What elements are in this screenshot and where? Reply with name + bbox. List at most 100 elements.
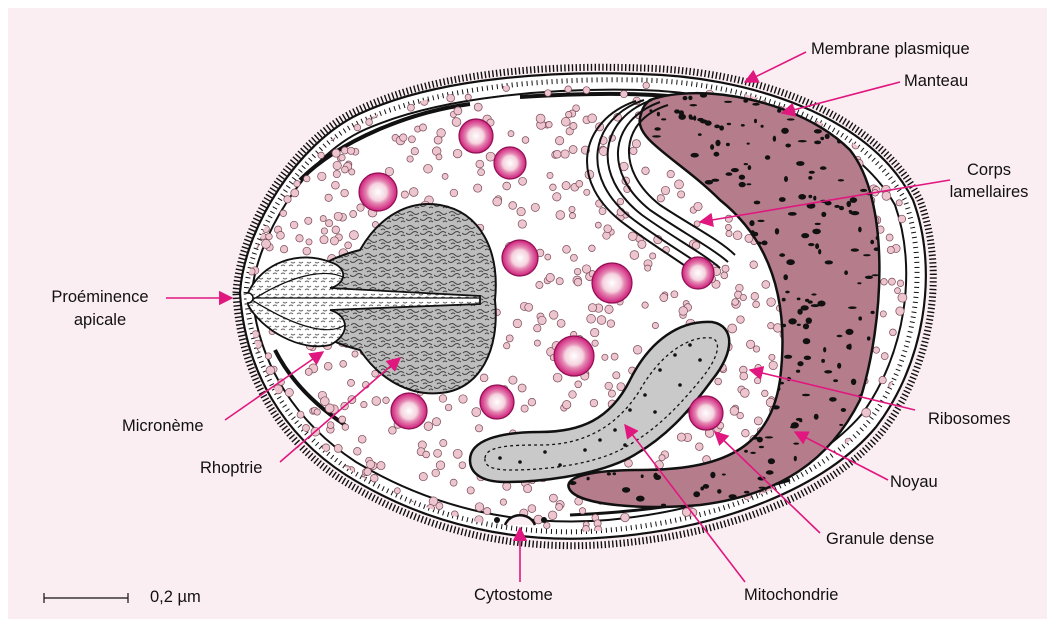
ribosome [675, 180, 684, 189]
ribosome [901, 498, 909, 506]
chromatin-spot [882, 113, 888, 118]
ribosome [257, 434, 263, 440]
ribosome [630, 147, 637, 154]
chromatin-spot [744, 491, 750, 494]
ribosome [787, 520, 795, 528]
ribosome [877, 448, 883, 454]
ribosome [356, 82, 365, 91]
chromatin-spot [710, 472, 715, 478]
ribosome [878, 438, 886, 446]
ribosome [279, 498, 288, 507]
chromatin-spot [727, 123, 731, 125]
ribosome [465, 94, 471, 100]
ribosome [679, 307, 688, 316]
mitochondrial-granule [653, 410, 657, 414]
chromatin-spot [848, 306, 857, 309]
ribosome [633, 346, 642, 355]
ribosome [854, 508, 860, 514]
ribosome [484, 508, 491, 515]
ribosome [493, 197, 502, 206]
ribosome [289, 490, 297, 498]
chromatin-spot [880, 454, 888, 459]
ribosome [335, 479, 342, 486]
ribosome [762, 281, 770, 289]
chromatin-spot [887, 148, 891, 150]
chromatin-spot [785, 144, 791, 148]
chromatin-spot [873, 452, 876, 454]
ribosome [891, 506, 897, 512]
chromatin-spot [877, 127, 885, 130]
chromatin-spot [798, 194, 806, 200]
ribosome [538, 316, 546, 324]
ribosome [319, 494, 327, 502]
chromatin-spot [846, 329, 854, 335]
mitochondrial-granule [598, 438, 602, 442]
chromatin-spot [773, 136, 776, 142]
dense-granule [592, 263, 632, 303]
ribosome [888, 278, 895, 285]
chromatin-spot [791, 422, 799, 428]
chromatin-spot [814, 141, 821, 145]
chromatin-spot [717, 489, 721, 494]
ribosome [561, 117, 570, 126]
ribosome [262, 239, 271, 248]
ribosome [442, 173, 448, 179]
ribosome [503, 182, 511, 190]
ribosome [432, 469, 440, 477]
chromatin-spot [785, 291, 789, 294]
ribosome [545, 254, 551, 260]
ribosome [383, 397, 390, 404]
ribosome [424, 422, 433, 431]
ribosome [285, 102, 293, 110]
chromatin-spot [805, 299, 809, 302]
ribosome [751, 293, 759, 301]
chromatin-spot [809, 171, 815, 174]
ribosome [358, 435, 366, 443]
ribosome [332, 226, 340, 234]
ribosome [742, 429, 750, 437]
mitochondrial-granule [658, 368, 662, 372]
ribosome [377, 462, 385, 470]
ribosome [902, 94, 910, 102]
ribosome [553, 373, 562, 382]
ribosome [303, 247, 311, 255]
chromatin-spot [815, 223, 821, 225]
ribosome [297, 131, 304, 138]
chromatin-spot [806, 318, 812, 324]
chromatin-spot [801, 305, 809, 310]
ribosome [334, 87, 342, 95]
chromatin-spot [833, 379, 838, 382]
chromatin-spot [813, 196, 816, 201]
ribosome [886, 234, 893, 241]
chromatin-spot [753, 232, 758, 236]
ribosome [587, 314, 596, 323]
chromatin-spot [796, 161, 804, 166]
ribosome [450, 189, 458, 197]
chromatin-spot [700, 119, 708, 123]
ribosome [548, 511, 557, 520]
ribosome [603, 232, 611, 240]
ribosome [252, 418, 259, 425]
ribosome [694, 202, 702, 210]
ribosome [858, 103, 866, 111]
ribosome [349, 169, 355, 175]
ribosome [459, 462, 466, 469]
chromatin-spot [775, 228, 779, 234]
ribosome [474, 103, 482, 111]
ribosome [740, 294, 746, 300]
ribosome [330, 86, 338, 94]
chromatin-spot [700, 93, 707, 97]
ribosome [544, 522, 550, 528]
ribosome [423, 451, 430, 458]
chromatin-spot [821, 359, 825, 363]
ribosome [301, 112, 308, 119]
ribosome [862, 408, 871, 417]
ribosome [767, 523, 773, 529]
label-proeminence-1: Proéminence [38, 287, 162, 308]
ribosome [733, 231, 742, 240]
label-corps-2: lamellaires [949, 182, 1029, 203]
ribosome [570, 122, 577, 129]
ribosome [266, 233, 273, 240]
chromatin-spot [689, 117, 695, 120]
chromatin-spot [860, 189, 867, 192]
